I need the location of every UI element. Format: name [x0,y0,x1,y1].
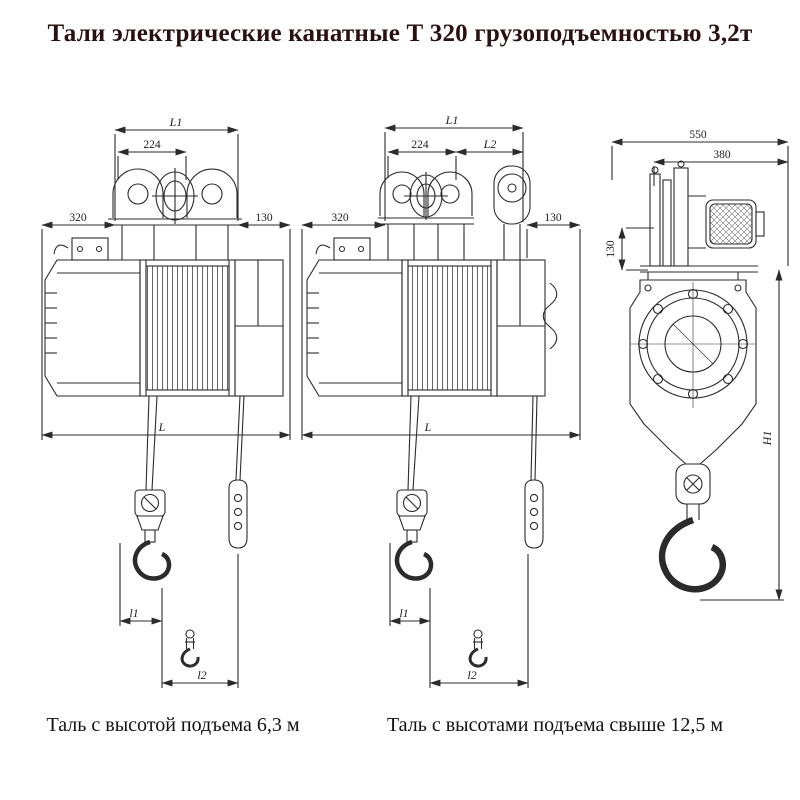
dim-label-l1-left: l1 [129,606,138,620]
cable-loop [542,282,558,350]
dim-label-130-right: 130 [605,240,617,258]
left-view-body [44,237,284,397]
dim-label-l1-middle: l1 [399,606,408,620]
middle-view-lower-hook [468,628,488,668]
right-view-body-plate [629,279,757,465]
dim-label-380-right: 380 [713,149,731,161]
middle-view-body [306,237,558,397]
caption-hoist-6-3m: Таль с высотой подъема 6,3 м [46,714,300,736]
dim-label-H1-right: H1 [760,431,774,447]
dim-label-224-left: 224 [143,139,161,151]
dim-label-130-middle: 130 [544,212,562,224]
dim-label-l2-middle: l2 [467,668,476,682]
middle-view-dimensions: L1 224 L2 320 130 L [301,113,581,688]
dim-label-L1-left: L1 [169,115,183,129]
left-view-hook-assembly [135,395,169,579]
caption-hoist-over-12-5m: Таль с высотами подъема свыше 12,5 м [386,714,724,736]
middle-view-hook-assembly [397,395,431,579]
right-view: 550 380 130 H1 [605,129,789,601]
middle-view-trolley [378,171,474,260]
right-view-trolley-mechanism [640,160,765,280]
dim-label-l2-left: l2 [197,668,206,682]
dim-label-320-middle: 320 [331,212,349,224]
right-view-hook-suspension [658,463,727,593]
dim-label-L1-middle: L1 [445,113,459,127]
dim-label-550-right: 550 [689,129,707,141]
dim-label-130-left: 130 [255,212,273,224]
left-view-dimensions: L1 224 320 130 L l1 [41,115,291,688]
left-view-lower-hook [180,628,200,668]
left-view-pendant-control [228,395,248,549]
dim-label-L2-middle: L2 [483,137,497,151]
page-title: Тали электрические канатные Т 320 грузоп… [47,20,753,47]
left-view-trolley [108,168,242,260]
middle-view-pendant-control [524,395,544,549]
middle-view: L1 224 L2 320 130 L [301,113,581,688]
right-view-dimensions: 550 380 130 H1 [605,129,789,601]
dim-label-L-left: L [158,420,166,434]
left-view: L1 224 320 130 L l1 [41,115,291,688]
dim-label-L-middle: L [424,420,432,434]
technical-drawing: L1 224 320 130 L l1 [41,113,789,688]
hook-shape [658,516,727,593]
dim-label-224-middle: 224 [411,139,429,151]
middle-view-rope-pulley [493,165,531,260]
dim-label-320-left: 320 [69,212,87,224]
